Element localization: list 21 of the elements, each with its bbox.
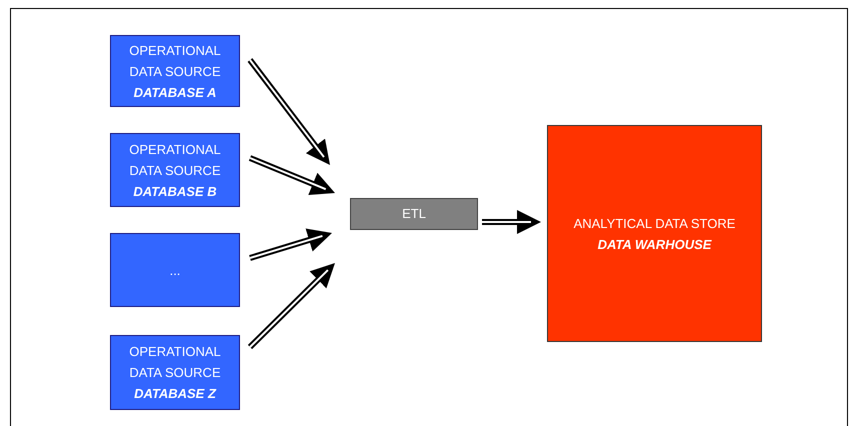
double-arrow — [248, 58, 330, 165]
box-subtitle: DATA WARHOUSE — [598, 236, 712, 254]
data-source-box — [110, 233, 240, 307]
box-subtitle: DATABASE B — [133, 182, 217, 200]
data-store-box — [547, 125, 762, 342]
double-arrow — [248, 263, 335, 350]
data-source-box — [110, 335, 240, 410]
data-source-box — [110, 35, 240, 107]
etl-box — [350, 198, 478, 230]
box-title: ETL — [402, 205, 426, 224]
box-title: OPERATIONAL DATA SOURCE — [128, 140, 222, 180]
box-title: ... — [170, 262, 180, 280]
box-subtitle: DATABASE Z — [134, 385, 216, 403]
double-arrow — [249, 228, 332, 261]
double-arrow — [248, 155, 335, 195]
box-subtitle: DATABASE A — [134, 84, 216, 102]
box-title: OPERATIONAL DATA SOURCE — [128, 42, 222, 80]
data-source-box — [110, 133, 240, 207]
box-title: ANALYTICAL DATA STORE — [574, 214, 736, 232]
double-arrow — [482, 210, 541, 234]
box-title: OPERATIONAL DATA SOURCE — [128, 343, 222, 382]
